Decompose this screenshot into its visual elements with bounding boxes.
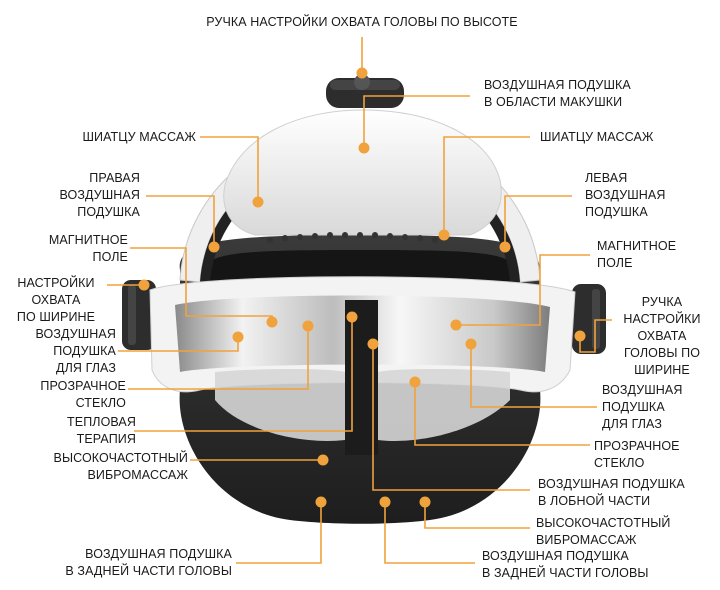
label-back-cushion-left: ВОЗДУШНАЯ ПОДУШКА В ЗАДНЕЙ ЧАСТИ ГОЛОВЫ	[20, 546, 232, 580]
right-side-knob	[572, 284, 606, 354]
label-line: ВОЗДУШНАЯ	[59, 188, 140, 202]
label-line: ПОЛЕ	[92, 250, 128, 264]
label-line: НАСТРОЙКИ	[17, 276, 95, 290]
label-line: ВОЗДУШНАЯ	[35, 327, 116, 341]
label-forehead-cushion: ВОЗДУШНАЯ ПОДУШКА В ЛОБНОЙ ЧАСТИ	[538, 476, 685, 510]
label-line: ПРОЗРАЧНОЕ	[594, 439, 680, 453]
label-line: ПРОЗРАЧНОЕ	[40, 379, 126, 393]
label-line: ВЫСОКОЧАСТОТНЫЙ	[53, 451, 188, 465]
label-line: МАГНИТНОЕ	[597, 239, 677, 253]
label-line: ВОЗДУШНАЯ ПОДУШКА	[538, 477, 685, 491]
leader-lines	[107, 37, 612, 564]
label-line: В ЗАДНЕЙ ЧАСТИ ГОЛОВЫ	[482, 566, 649, 580]
label-line: ПОДУШКА	[602, 400, 665, 414]
label-line: ШИРИНЕ	[634, 363, 690, 377]
label-line: ПРАВАЯ	[89, 171, 140, 185]
label-eye-cushion-right: ВОЗДУШНАЯ ПОДУШКА ДЛЯ ГЛАЗ	[602, 382, 683, 433]
label-height-knob: РУЧКА НАСТРОЙКИ ОХВАТА ГОЛОВЫ ПО ВЫСОТЕ	[150, 14, 574, 31]
label-line: РУЧКА	[641, 295, 683, 309]
label-line: В ОБЛАСТИ МАКУШКИ	[484, 95, 623, 109]
label-line: ДЛЯ ГЛАЗ	[56, 361, 116, 375]
anchor-dots	[138, 67, 586, 508]
label-line: ПОДУШКА	[77, 205, 140, 219]
label-line: ШИАТЦУ МАССАЖ	[82, 130, 196, 144]
label-magnetic-right: МАГНИТНОЕ ПОЛЕ	[597, 238, 676, 272]
label-width-left: НАСТРОЙКИ ОХВАТА ПО ШИРИНЕ	[6, 275, 106, 326]
label-line: СТЕКЛО	[594, 456, 645, 470]
label-line: ВОЗДУШНАЯ ПОДУШКА	[482, 549, 629, 563]
label-line: ДЛЯ ГЛАЗ	[602, 417, 662, 431]
label-shiatsu-left: ШИАТЦУ МАССАЖ	[30, 129, 196, 146]
label-glass-left: ПРОЗРАЧНОЕ СТЕКЛО	[10, 378, 126, 412]
label-line: ВИБРОМАССАЖ	[87, 468, 188, 482]
label-line: ВОЗДУШНАЯ ПОДУШКА	[484, 78, 631, 92]
label-line: ПОЛЕ	[597, 256, 633, 270]
top-shell	[223, 109, 502, 236]
label-line: СТЕКЛО	[75, 396, 126, 410]
label-line: ГОЛОВЫ ПО	[623, 346, 701, 360]
label-left-cushion: ЛЕВАЯ ВОЗДУШНАЯ ПОДУШКА	[585, 170, 666, 221]
label-line: ВИБРОМАССАЖ	[536, 533, 637, 547]
label-glass-right: ПРОЗРАЧНОЕ СТЕКЛО	[594, 438, 680, 472]
label-line: ЛЕВАЯ	[585, 171, 628, 185]
label-vibro-right: ВЫСОКОЧАСТОТНЫЙ ВИБРОМАССАЖ	[536, 515, 670, 549]
label-magnetic-left: МАГНИТНОЕ ПОЛЕ	[20, 232, 128, 266]
label-heat-therapy: ТЕПЛОВАЯ ТЕРАПИЯ	[20, 414, 136, 448]
label-height-knob-text: РУЧКА НАСТРОЙКИ ОХВАТА ГОЛОВЫ ПО ВЫСОТЕ	[206, 15, 518, 29]
label-line: В ЗАДНЕЙ ЧАСТИ ГОЛОВЫ	[65, 564, 232, 578]
label-line: ОХВАТА	[637, 329, 687, 343]
shiatsu-nubs	[267, 232, 438, 243]
label-eye-cushion-left: ВОЗДУШНАЯ ПОДУШКА ДЛЯ ГЛАЗ	[10, 326, 116, 377]
label-line: ПОДУШКА	[585, 205, 648, 219]
label-line: ВОЗДУШНАЯ	[602, 383, 683, 397]
label-line: ВОЗДУШНАЯ ПОДУШКА	[85, 547, 232, 561]
label-line: ШИАТЦУ МАССАЖ	[540, 130, 654, 144]
label-width-right: РУЧКА НАСТРОЙКИ ОХВАТА ГОЛОВЫ ПО ШИРИНЕ	[612, 294, 712, 379]
label-line: ТЕРАПИЯ	[76, 432, 136, 446]
label-vibro-left: ВЫСОКОЧАСТОТНЫЙ ВИБРОМАССАЖ	[20, 450, 188, 484]
nose-bridge	[345, 300, 378, 455]
label-line: ВЫСОКОЧАСТОТНЫЙ	[536, 516, 671, 530]
label-line: НАСТРОЙКИ	[623, 312, 701, 326]
label-line: МАГНИТНОЕ	[48, 233, 128, 247]
label-line: ПО ШИРИНЕ	[16, 310, 96, 324]
label-right-cushion: ПРАВАЯ ВОЗДУШНАЯ ПОДУШКА	[40, 170, 140, 221]
label-crown-cushion: ВОЗДУШНАЯ ПОДУШКА В ОБЛАСТИ МАКУШКИ	[484, 77, 631, 111]
label-line: ВОЗДУШНАЯ	[585, 188, 666, 202]
label-line: ПОДУШКА	[53, 344, 116, 358]
label-shiatsu-right: ШИАТЦУ МАССАЖ	[540, 129, 654, 146]
label-line: ОХВАТА	[31, 293, 81, 307]
label-line: ТЕПЛОВАЯ	[67, 415, 136, 429]
label-line: В ЛОБНОЙ ЧАСТИ	[538, 494, 651, 508]
label-back-cushion-right: ВОЗДУШНАЯ ПОДУШКА В ЗАДНЕЙ ЧАСТИ ГОЛОВЫ	[482, 548, 649, 582]
